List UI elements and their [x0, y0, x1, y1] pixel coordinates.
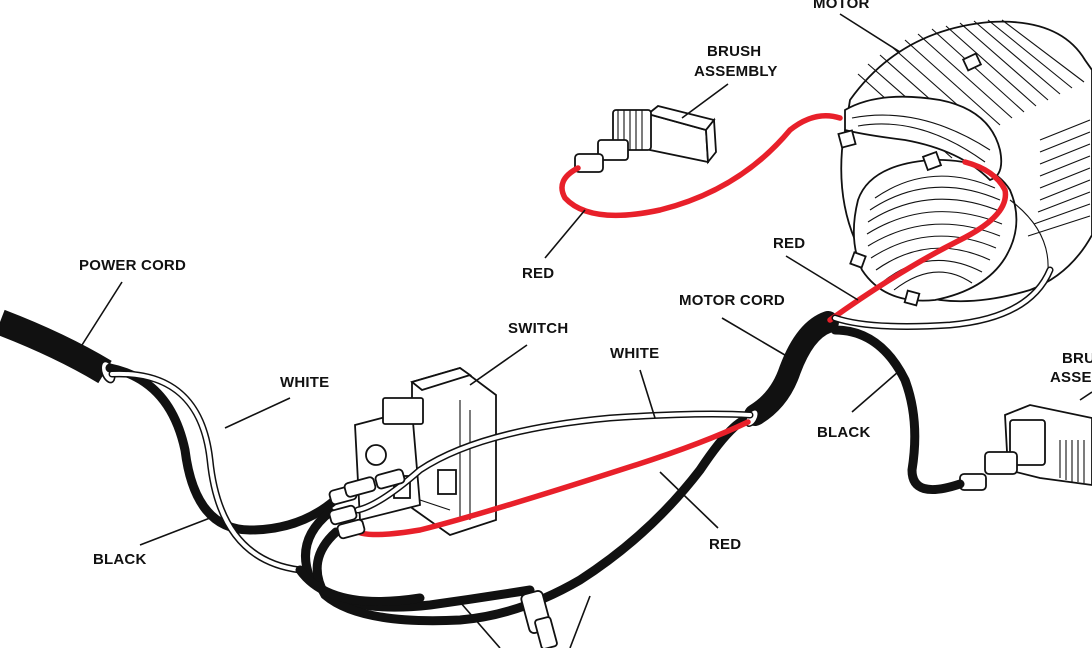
red-wire-switch [349, 419, 751, 538]
black-wire-brush [830, 325, 965, 495]
black-wire-power [105, 363, 340, 535]
red-wire-motor [827, 159, 1009, 323]
switch-terminals [328, 468, 406, 540]
leader-lines [81, 13, 1092, 648]
label-white-left: WHITE [280, 374, 329, 391]
label-brush-assembly-line2: ASSEMBLY [694, 63, 778, 80]
motor [837, 19, 1092, 326]
black-wire-loop-3 [295, 565, 425, 606]
switch [354, 367, 497, 536]
label-black-right: BLACK [817, 424, 871, 441]
label-brush-assembly-right-line2: ASSEM [1050, 369, 1092, 386]
red-wire-brush [559, 113, 843, 219]
label-motor-cord: MOTOR CORD [679, 292, 785, 309]
label-white-center: WHITE [610, 345, 659, 362]
label-power-cord: POWER CORD [79, 257, 186, 274]
brush-assembly-top [574, 105, 717, 173]
label-brush-assembly-line1: BRUSH [707, 43, 761, 60]
label-red-top: RED [522, 265, 554, 282]
label-motor: MOTOR [813, 0, 870, 12]
labels: MOTOR BRUSH ASSEMBLY BRU ASSEM POWER COR… [79, 0, 1092, 568]
label-switch: SWITCH [508, 320, 568, 337]
white-wire-power-outline [108, 370, 304, 574]
label-brush-assembly-right-line1: BRU [1062, 350, 1092, 367]
power-cord [0, 309, 116, 384]
label-red-bottom: RED [709, 536, 741, 553]
brush-assembly-right [959, 404, 1092, 491]
capacitor [520, 590, 558, 648]
motor-cord [744, 311, 839, 426]
label-red-motor: RED [773, 235, 805, 252]
label-black-left: BLACK [93, 551, 147, 568]
